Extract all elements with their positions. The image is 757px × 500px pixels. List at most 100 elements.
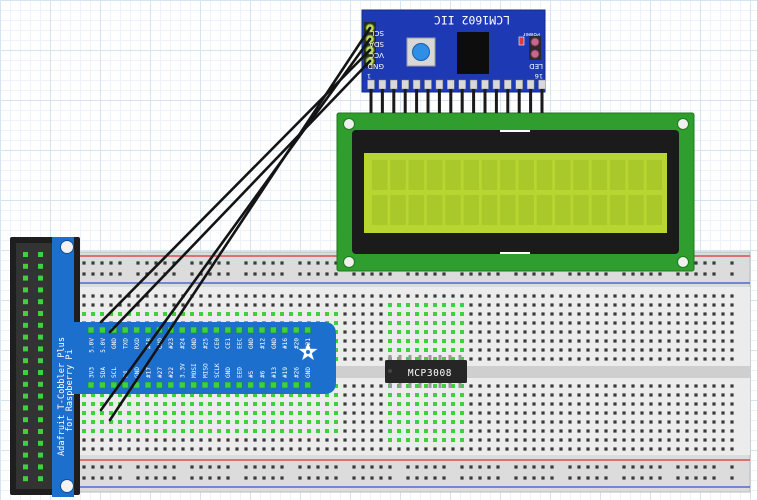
breadboard-rail-hole — [91, 465, 95, 469]
breadboard-rail-hole — [532, 272, 536, 276]
breadboard-hole — [658, 348, 662, 352]
breadboard-hole — [370, 384, 374, 388]
breadboard-rail-hole — [694, 465, 698, 469]
connector-pin — [38, 334, 43, 340]
lcd-character-cell — [591, 160, 608, 190]
breadboard-hole — [658, 357, 662, 361]
breadboard-rail-hole — [136, 476, 140, 480]
breadboard-hole — [505, 357, 509, 361]
breadboard-hole — [289, 303, 293, 307]
breadboard-hole — [496, 384, 500, 388]
lcd-character-cell — [646, 160, 662, 190]
breadboard-hole — [685, 411, 689, 415]
breadboard-rail-hole — [370, 476, 374, 480]
breadboard-rail-hole — [604, 465, 608, 469]
highlighted-hole — [172, 402, 176, 406]
highlighted-hole — [154, 420, 158, 424]
breadboard-hole — [352, 384, 356, 388]
breadboard-hole — [370, 393, 374, 397]
wire-gnd — [108, 59, 372, 334]
highlighted-hole — [208, 312, 212, 316]
breadboard-hole — [730, 312, 734, 316]
breadboard-hole — [253, 438, 257, 442]
connector-pin — [23, 311, 28, 316]
connector-pin — [23, 476, 28, 482]
highlighted-hole — [433, 438, 437, 442]
cobbler-pin-label: #21 — [305, 338, 312, 349]
breadboard-hole — [487, 312, 491, 316]
highlighted-hole — [433, 330, 437, 334]
breadboard-hole — [352, 321, 356, 325]
highlighted-hole — [226, 429, 230, 433]
breadboard-hole — [343, 357, 347, 361]
highlighted-hole — [460, 303, 464, 307]
breadboard-hole — [694, 357, 698, 361]
breadboard-hole — [604, 447, 608, 451]
breadboard-hole — [541, 447, 545, 451]
breadboard-hole — [136, 294, 140, 298]
breadboard-hole — [343, 348, 347, 352]
breadboard-hole — [631, 438, 635, 442]
breadboard-hole — [541, 411, 545, 415]
breadboard-hole — [361, 438, 365, 442]
breadboard-hole — [370, 321, 374, 325]
cobbler-mount-hole-top — [60, 240, 74, 254]
breadboard-rail-hole — [658, 476, 662, 480]
highlighted-hole — [316, 420, 320, 424]
breadboard-hole — [694, 330, 698, 334]
breadboard-hole — [712, 384, 716, 388]
breadboard-hole — [640, 357, 644, 361]
breadboard-hole — [505, 330, 509, 334]
breadboard-hole — [658, 411, 662, 415]
highlighted-hole — [424, 438, 428, 442]
breadboard-hole — [604, 402, 608, 406]
breadboard-hole — [649, 312, 653, 316]
highlighted-hole — [442, 384, 446, 388]
breadboard-hole — [667, 393, 671, 397]
breadboard-rail-hole — [685, 476, 689, 480]
breadboard-hole — [154, 438, 158, 442]
breadboard-hole — [595, 438, 599, 442]
breadboard-rail-hole — [361, 476, 365, 480]
highlighted-hole — [91, 312, 95, 316]
breadboard-hole — [523, 420, 527, 424]
breadboard-hole — [487, 393, 491, 397]
highlighted-hole — [163, 429, 167, 433]
breadboard-rail-hole — [199, 465, 203, 469]
highlighted-hole — [199, 411, 203, 415]
highlighted-hole — [406, 393, 410, 397]
breadboard-rail-hole — [217, 272, 221, 276]
lcd-character-cell — [555, 195, 571, 225]
breadboard-hole — [541, 393, 545, 397]
backpack-power-label: Power — [522, 31, 540, 37]
highlighted-hole — [397, 393, 401, 397]
breadboard-hole — [487, 294, 491, 298]
highlighted-hole — [415, 348, 419, 352]
highlighted-hole — [415, 330, 419, 334]
breadboard-hole — [712, 411, 716, 415]
breadboard-hole — [406, 294, 410, 298]
breadboard-hole — [721, 429, 725, 433]
breadboard-hole — [262, 303, 266, 307]
chip-leg — [408, 382, 412, 388]
breadboard-rail-hole — [460, 272, 464, 276]
breadboard-rail-hole — [685, 272, 689, 276]
t-cobbler: Adafruit T-Cobbler Plus for Raspberry Pi… — [10, 237, 336, 497]
breadboard-hole — [226, 303, 230, 307]
highlighted-hole — [118, 411, 122, 415]
breadboard-hole — [640, 294, 644, 298]
breadboard-rail-hole — [253, 272, 257, 276]
highlighted-hole — [154, 312, 158, 316]
highlighted-hole — [280, 429, 284, 433]
connector-pin — [38, 311, 43, 316]
breadboard-hole — [730, 330, 734, 334]
breadboard-hole — [433, 447, 437, 451]
breadboard-rail-hole — [694, 261, 698, 265]
header-pin-top — [538, 79, 546, 90]
breadboard-hole — [559, 357, 563, 361]
header-pin-leg — [449, 89, 453, 113]
breadboard-hole — [649, 339, 653, 343]
highlighted-hole — [100, 411, 104, 415]
breadboard-hole — [361, 339, 365, 343]
chip-legs — [388, 355, 462, 388]
